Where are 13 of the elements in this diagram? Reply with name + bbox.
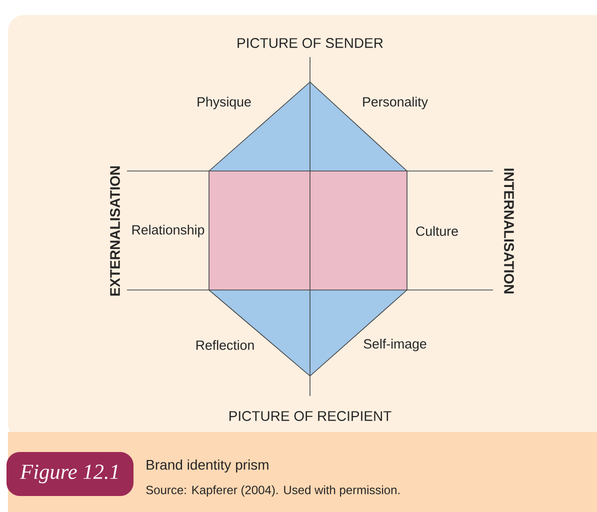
- facet-label: Culture: [416, 226, 458, 236]
- axis-label: PICTURE OF RECIPIENT: [229, 411, 392, 421]
- facet-label: Relationship: [132, 224, 204, 238]
- axis-label: EXTERNALISATION: [110, 166, 120, 296]
- facet-label: Physique: [198, 96, 251, 110]
- facet-label: Reflection: [196, 340, 254, 350]
- facet-label: Self-image: [364, 338, 426, 352]
- figure-badge: Figure 12.1: [6, 452, 134, 496]
- axis-label: INTERNALISATION: [504, 168, 514, 294]
- caption: Brand identity prism: [146, 459, 268, 473]
- axis-label: PICTURE OF SENDER: [238, 38, 383, 48]
- facet-label: Personality: [363, 96, 428, 110]
- source-note: Source: Kapferer (2004). Used with permission.: [146, 485, 400, 497]
